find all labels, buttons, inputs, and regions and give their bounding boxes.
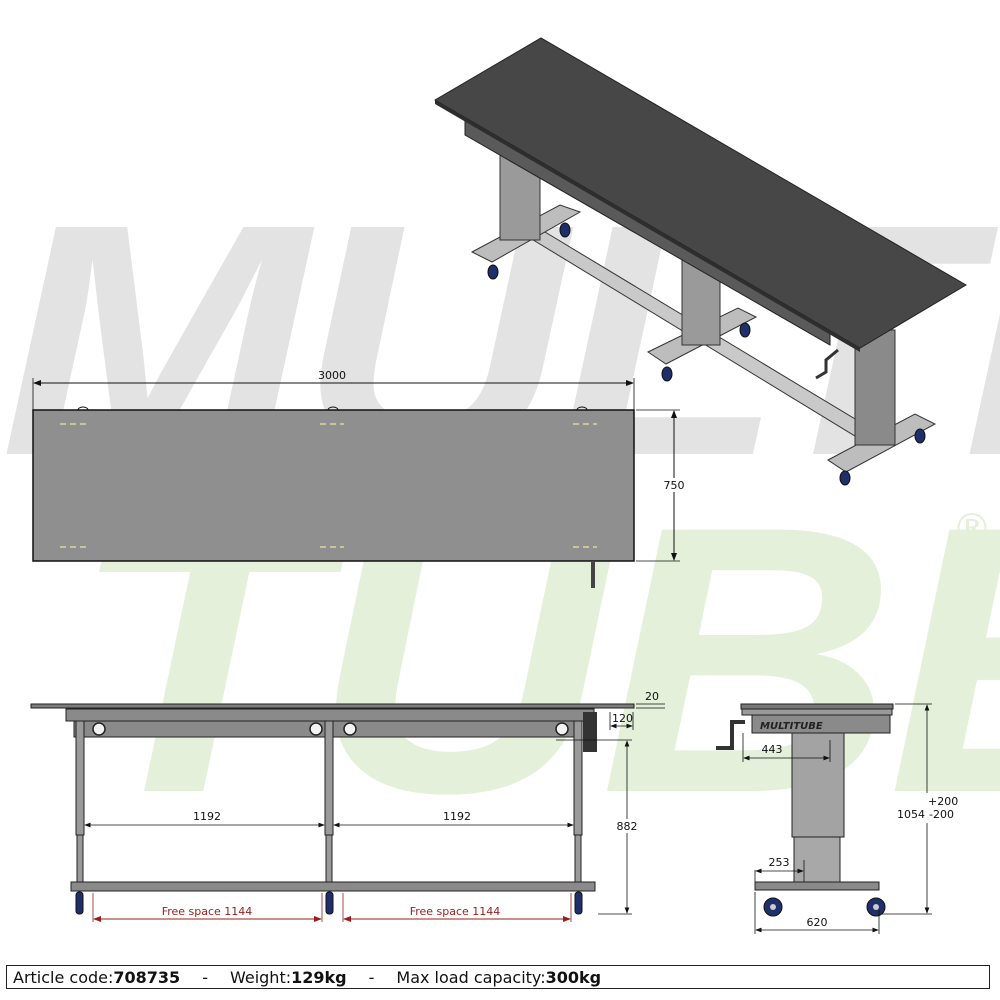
front-view: 20 120 1192 1192 882 Free space 1144 Fre… [30,690,665,922]
article-code-value: 708735 [113,967,181,987]
top-depth-dimension: 750 [664,479,685,492]
column-offset-dimension: 253 [769,856,790,869]
article-code-label: Article code: [13,967,114,987]
free-space-left-dimension: Free space 1144 [162,905,253,918]
free-space-right-dimension: Free space 1144 [410,905,501,918]
side-height-dimension: 1054 [897,808,925,821]
tolerance-minus: -200 [929,808,954,821]
brand-label: MULTITUBE [760,721,823,732]
weight-value: 129kg [291,967,347,987]
front-height-dimension: 882 [617,820,638,833]
max-load-value: 300kg [545,967,602,987]
base-width-dimension: 620 [807,916,828,929]
thickness-dimension: 20 [645,690,659,703]
specification-bar: Article code: 708735 - Weight: 129kg - M… [6,965,990,989]
tabletop-plan [32,409,635,562]
top-width-dimension: 3000 [318,369,346,382]
overhang-dimension: 120 [612,712,633,725]
top-view: 3000 750 [32,369,686,588]
side-view: MULTITUBE 443 253 620 +200 [716,703,960,934]
separator: - [202,967,208,987]
max-load-label: Max load capacity: [396,967,546,987]
isometric-view [434,37,967,486]
right-span-dimension: 1192 [443,810,471,823]
tolerance-plus: +200 [928,795,958,808]
separator: - [368,967,375,987]
left-span-dimension: 1192 [193,810,221,823]
registered-mark-icon: ® [952,506,992,552]
crank-offset-dimension: 443 [762,743,783,756]
weight-label: Weight: [229,967,292,987]
